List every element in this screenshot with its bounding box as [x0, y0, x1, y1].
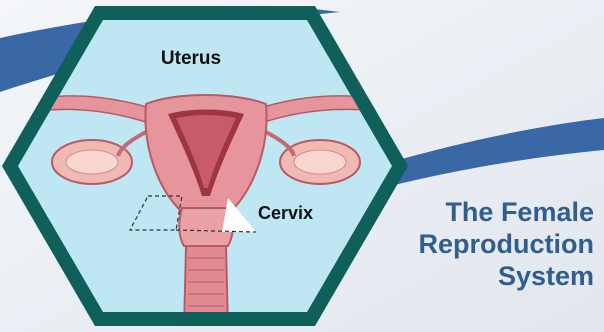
title-line-3: System [344, 260, 594, 292]
page-title: The Female Reproduction System [344, 196, 594, 292]
title-line-1: The Female [344, 196, 594, 228]
cervix-label: Cervix [258, 203, 313, 223]
uterus-label: Uterus [161, 48, 221, 69]
title-line-2: Reproduction [344, 228, 594, 260]
